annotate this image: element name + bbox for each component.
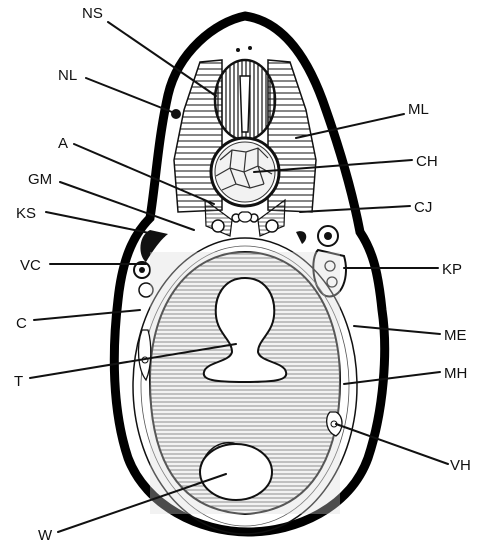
label-ks: KS (16, 205, 36, 222)
label-nl: NL (58, 67, 77, 84)
label-gm: GM (28, 171, 52, 188)
central-canal (240, 76, 250, 132)
label-cj: CJ (414, 199, 432, 216)
label-mh: MH (444, 365, 467, 382)
label-vh: VH (450, 457, 471, 474)
label-vc: VC (20, 257, 41, 274)
notochord (211, 138, 279, 206)
label-kp: KP (442, 261, 462, 278)
label-ns: NS (82, 5, 103, 22)
label-ch: CH (416, 153, 438, 170)
label-me: ME (444, 327, 467, 344)
label-a: A (58, 135, 68, 152)
label-ml: ML (408, 101, 429, 118)
label-c: C (16, 315, 27, 332)
leader-nl (86, 78, 172, 112)
label-t: T (14, 373, 23, 390)
lateral-line-spot (171, 109, 181, 119)
lower-cavity (200, 444, 272, 500)
label-w: W (38, 527, 53, 544)
